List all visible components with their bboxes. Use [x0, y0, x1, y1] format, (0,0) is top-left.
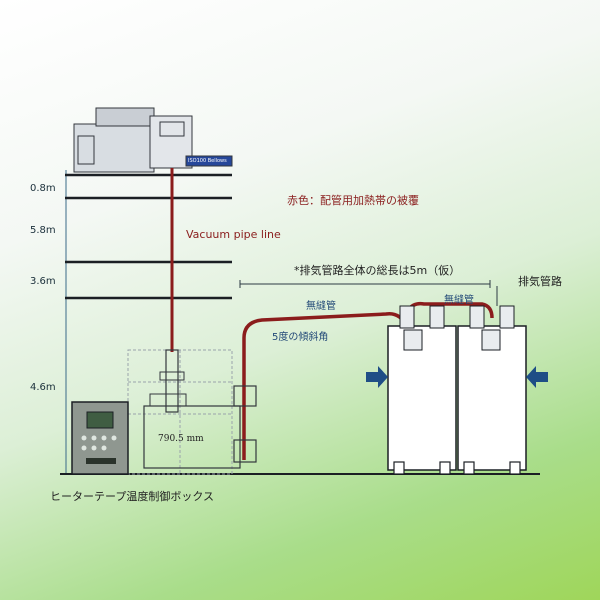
seamless-pipe-label-1: 無縫管: [306, 301, 336, 312]
lower-frame: [127, 349, 233, 475]
control-box: [71, 401, 129, 475]
control-box-label: ヒーターテープ温度制御ボックス: [50, 490, 215, 503]
valve-stack: [165, 349, 179, 413]
bellows-label-box: [185, 155, 233, 167]
legend-red-label: 赤色：配管用加熱帯の被覆: [287, 194, 419, 207]
furnace-top: [95, 107, 155, 127]
arrow-in-right-icon: [526, 366, 548, 388]
bellows-label: ISO100 Bellows: [188, 158, 227, 164]
seamless-pipe-label-2: 無縫管: [444, 295, 474, 306]
arrow-in-left-icon: [366, 366, 388, 388]
pipe-base-fitting: [233, 439, 257, 463]
dimension-label: 790.5 mm: [158, 434, 204, 444]
top-equipment: [73, 107, 233, 173]
pipe-fitting: [233, 385, 257, 407]
vacuum-line-label: Vacuum pipe line: [186, 228, 281, 241]
furnace-box: [73, 123, 155, 173]
level-label-3: 4.6m: [30, 382, 56, 393]
level-label-0: 0.8m: [30, 183, 56, 194]
slope-angle-label: 5度の傾斜角: [272, 332, 329, 343]
exhaust-path-label: 排気管路: [518, 275, 562, 288]
level-label-1: 5.8m: [30, 225, 56, 236]
total-length-label: *排気管路全体の総長は5m（仮）: [294, 264, 461, 277]
level-label-2: 3.6m: [30, 276, 56, 287]
pump-frame: [143, 405, 241, 469]
